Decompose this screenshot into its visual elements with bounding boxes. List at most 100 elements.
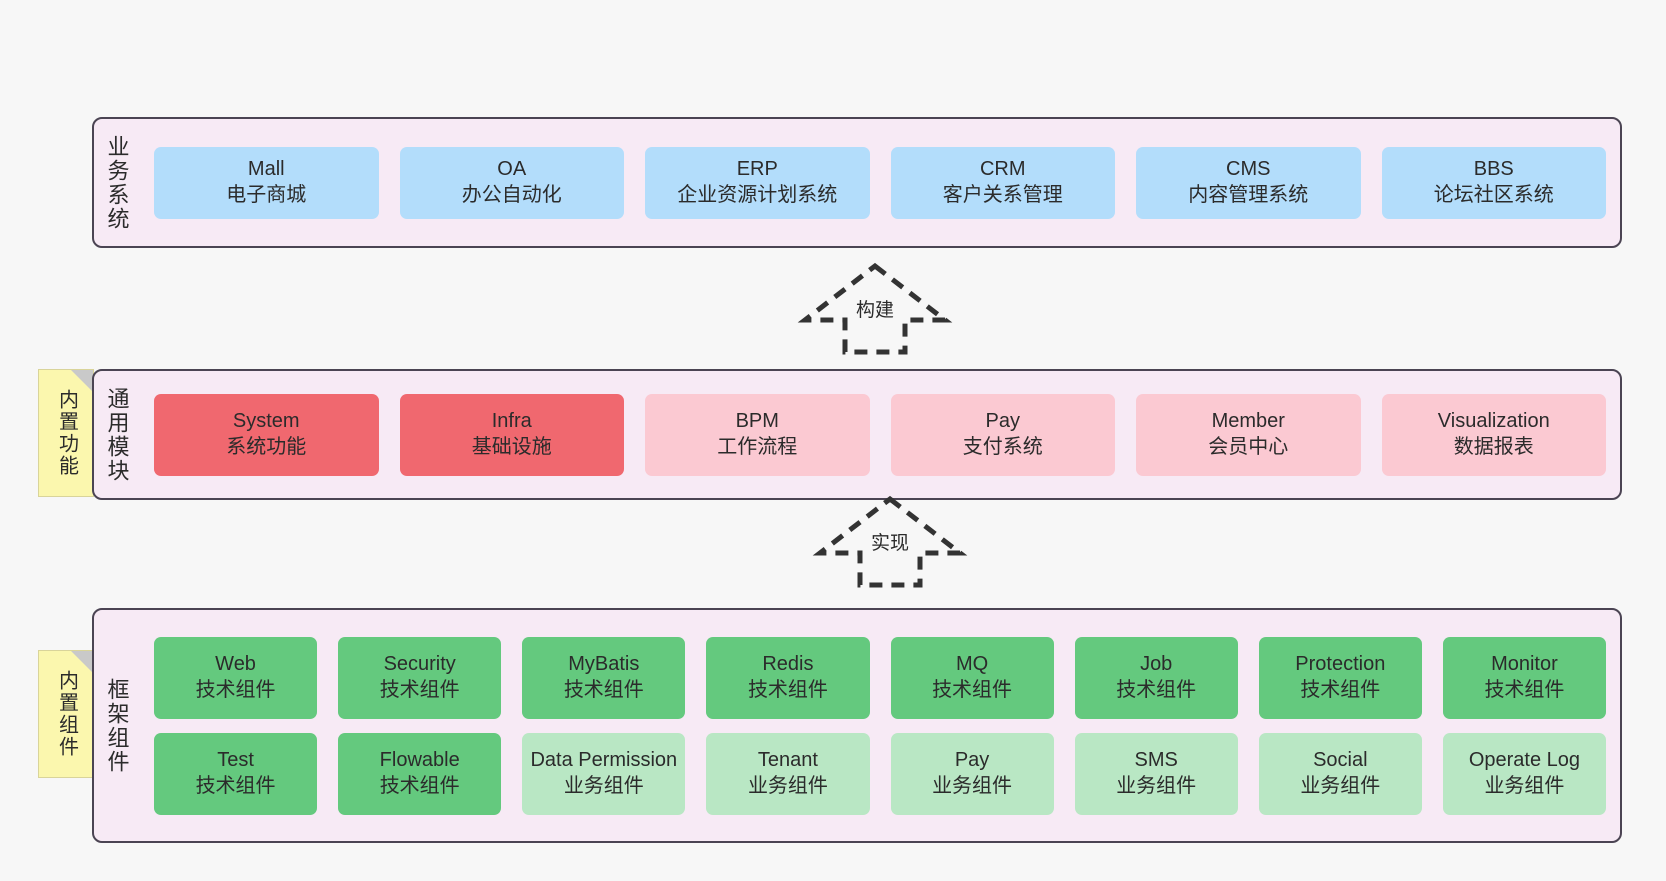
card-mall-title: Mall: [247, 157, 285, 180]
card-system-title: System: [232, 409, 300, 432]
implement-arrow-icon: [812, 495, 968, 588]
card-web-subtitle: 技术组件: [195, 678, 276, 701]
card-operate-log-title: Operate Log: [1468, 748, 1581, 771]
connector-build-label: 构建: [852, 294, 898, 323]
card-crm[interactable]: CRM 客户关系管理: [890, 146, 1115, 219]
layer-business-system-body: Mall 电子商城 OA 办公自动化 ERP 企业资源计划系统 CRM 客户关系…: [140, 119, 1620, 246]
card-test[interactable]: Test 技术组件: [154, 732, 318, 815]
card-mq[interactable]: MQ 技术组件: [890, 636, 1054, 719]
layer-common-module: 通用模块 System 系统功能 Infra 基础设施 BPM 工作流程 Pay…: [92, 369, 1622, 500]
card-member-title: Member: [1211, 409, 1285, 432]
module-card-row: System 系统功能 Infra 基础设施 BPM 工作流程 Pay 支付系统…: [154, 393, 1606, 476]
card-security-title: Security: [383, 652, 456, 675]
card-bpm-subtitle: 工作流程: [717, 435, 798, 458]
card-mq-subtitle: 技术组件: [932, 678, 1013, 701]
card-oa-title: OA: [497, 157, 527, 180]
card-oa[interactable]: OA 办公自动化: [399, 146, 624, 219]
layer-framework-component-title: 框架组件: [104, 677, 130, 774]
card-mall-subtitle: 电子商城: [226, 183, 307, 206]
card-monitor-subtitle: 技术组件: [1484, 678, 1565, 701]
card-sms-title: SMS: [1134, 748, 1178, 771]
card-job[interactable]: Job 技术组件: [1074, 636, 1238, 719]
card-mall[interactable]: Mall 电子商城: [154, 146, 379, 219]
card-infra[interactable]: Infra 基础设施: [399, 393, 624, 476]
card-data-permission[interactable]: Data Permission 业务组件: [522, 732, 686, 815]
card-tenant-subtitle: 业务组件: [747, 774, 828, 797]
card-bbs-title: BBS: [1473, 157, 1514, 180]
framework-business-row: Test 技术组件 Flowable 技术组件 Data Permission …: [154, 732, 1606, 815]
card-mybatis-subtitle: 技术组件: [563, 678, 644, 701]
card-infra-subtitle: 基础设施: [471, 435, 552, 458]
layer-common-module-body: System 系统功能 Infra 基础设施 BPM 工作流程 Pay 支付系统…: [140, 371, 1620, 498]
card-social[interactable]: Social 业务组件: [1258, 732, 1422, 815]
card-security-subtitle: 技术组件: [379, 678, 460, 701]
card-monitor-title: Monitor: [1491, 652, 1558, 675]
card-infra-title: Infra: [491, 409, 532, 432]
card-job-subtitle: 技术组件: [1116, 678, 1197, 701]
layer-business-system-title: 业务系统: [104, 134, 130, 231]
card-tenant-title: Tenant: [757, 748, 818, 771]
layer-common-module-title: 通用模块: [104, 386, 130, 483]
card-member[interactable]: Member 会员中心: [1136, 393, 1361, 476]
card-operate-log[interactable]: Operate Log 业务组件: [1442, 732, 1606, 815]
card-crm-title: CRM: [979, 157, 1026, 180]
card-protection-title: Protection: [1295, 652, 1386, 675]
card-cms-subtitle: 内容管理系统: [1188, 183, 1309, 206]
sticky-note-builtin-component: 内置组件: [38, 650, 94, 778]
build-arrow-icon: [797, 262, 953, 355]
card-redis-subtitle: 技术组件: [747, 678, 828, 701]
card-security[interactable]: Security 技术组件: [338, 636, 502, 719]
card-pay-module-subtitle: 支付系统: [962, 435, 1043, 458]
card-oa-subtitle: 办公自动化: [461, 183, 562, 206]
card-cms[interactable]: CMS 内容管理系统: [1136, 146, 1361, 219]
card-redis-title: Redis: [762, 652, 814, 675]
card-web-title: Web: [215, 652, 256, 675]
card-tenant[interactable]: Tenant 业务组件: [706, 732, 870, 815]
card-redis[interactable]: Redis 技术组件: [706, 636, 870, 719]
card-erp[interactable]: ERP 企业资源计划系统: [645, 146, 870, 219]
card-bbs[interactable]: BBS 论坛社区系统: [1381, 146, 1606, 219]
card-sms-subtitle: 业务组件: [1116, 774, 1197, 797]
sticky-note-builtin-function-label: 内置功能: [55, 389, 78, 477]
card-mybatis-title: MyBatis: [568, 652, 640, 675]
card-bpm-title: BPM: [735, 409, 779, 432]
connector-implement: 实现: [812, 495, 968, 588]
card-pay-module[interactable]: Pay 支付系统: [890, 393, 1115, 476]
card-flowable-subtitle: 技术组件: [379, 774, 460, 797]
connector-build: 构建: [797, 262, 953, 355]
card-mybatis[interactable]: MyBatis 技术组件: [522, 636, 686, 719]
card-data-permission-subtitle: 业务组件: [563, 774, 644, 797]
card-pay-module-title: Pay: [985, 409, 1020, 432]
card-erp-title: ERP: [736, 157, 778, 180]
card-social-title: Social: [1313, 748, 1368, 771]
card-protection[interactable]: Protection 技术组件: [1258, 636, 1422, 719]
card-data-permission-title: Data Permission: [530, 748, 678, 771]
card-mq-title: MQ: [955, 652, 989, 675]
card-social-subtitle: 业务组件: [1300, 774, 1381, 797]
card-visualization[interactable]: Visualization 数据报表: [1381, 393, 1606, 476]
card-crm-subtitle: 客户关系管理: [942, 183, 1063, 206]
sticky-note-builtin-function: 内置功能: [38, 369, 94, 497]
card-bpm[interactable]: BPM 工作流程: [645, 393, 870, 476]
card-web[interactable]: Web 技术组件: [154, 636, 318, 719]
card-operate-log-subtitle: 业务组件: [1484, 774, 1565, 797]
card-pay-component-title: Pay: [954, 748, 990, 771]
card-system[interactable]: System 系统功能: [154, 393, 379, 476]
sticky-note-builtin-component-label: 内置组件: [55, 670, 78, 758]
card-test-subtitle: 技术组件: [195, 774, 276, 797]
card-job-title: Job: [1140, 652, 1173, 675]
layer-framework-component-body: Web 技术组件 Security 技术组件 MyBatis 技术组件 Redi…: [140, 610, 1620, 841]
card-erp-subtitle: 企业资源计划系统: [677, 183, 838, 206]
card-cms-title: CMS: [1226, 157, 1271, 180]
card-member-subtitle: 会员中心: [1208, 435, 1289, 458]
card-sms[interactable]: SMS 业务组件: [1074, 732, 1238, 815]
layer-framework-component: 框架组件 Web 技术组件 Security 技术组件 MyBatis 技术组件…: [92, 608, 1622, 843]
card-monitor[interactable]: Monitor 技术组件: [1442, 636, 1606, 719]
business-card-row: Mall 电子商城 OA 办公自动化 ERP 企业资源计划系统 CRM 客户关系…: [154, 146, 1606, 219]
connector-implement-label: 实现: [867, 527, 913, 556]
card-pay-component[interactable]: Pay 业务组件: [890, 732, 1054, 815]
card-flowable[interactable]: Flowable 技术组件: [338, 732, 502, 815]
card-bbs-subtitle: 论坛社区系统: [1433, 183, 1554, 206]
card-test-title: Test: [217, 748, 254, 771]
